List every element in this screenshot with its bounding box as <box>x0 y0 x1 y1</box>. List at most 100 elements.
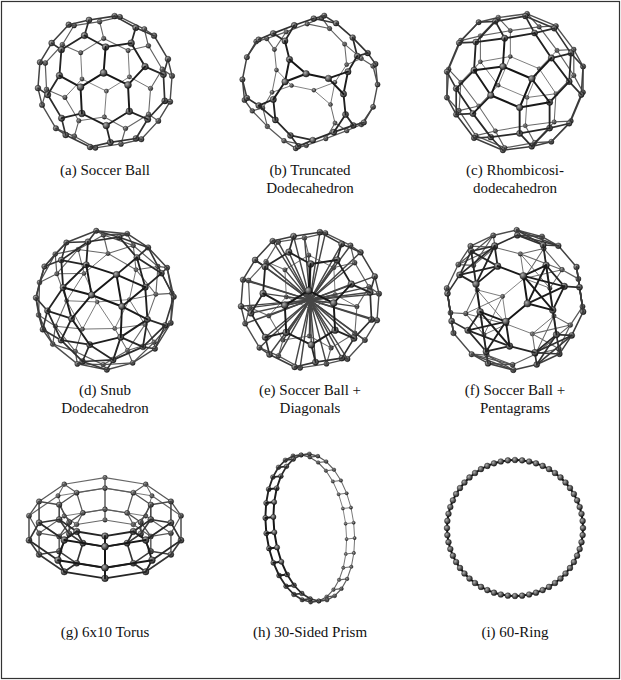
graph-vertex <box>546 584 552 590</box>
graph-edge <box>460 251 472 275</box>
graph-vertex <box>524 300 531 307</box>
graph-edge <box>484 296 503 334</box>
graph-edge <box>38 62 40 88</box>
graph-vertex <box>540 587 546 593</box>
graph-vertex <box>113 271 120 278</box>
graph-edge <box>316 358 342 362</box>
graph-vertex <box>282 79 289 86</box>
graph-edge <box>292 86 314 91</box>
graph-edge <box>476 38 505 42</box>
prism-graph <box>263 452 357 604</box>
graph-edge <box>38 533 39 554</box>
graph-vertex <box>533 460 539 466</box>
graph-edge <box>510 57 539 69</box>
graph-edge <box>345 539 347 554</box>
graph-vertex <box>271 514 276 519</box>
caption-box: (g) 6x10 Torus <box>10 623 200 641</box>
graph-edge <box>58 488 105 496</box>
graph-edge <box>116 275 121 307</box>
graph-edge <box>61 260 63 287</box>
graph-edge <box>353 523 355 538</box>
graph-edge <box>146 555 171 572</box>
graph-vertex <box>462 480 468 486</box>
graph-edge <box>488 363 513 370</box>
graph-edge <box>39 523 64 540</box>
graph-vertex <box>519 458 525 464</box>
graph-edge <box>562 270 578 279</box>
graph-vertex <box>467 576 473 582</box>
graph-edge <box>128 85 129 111</box>
soccer-ball-pentagrams-graph <box>444 227 586 373</box>
graph-edge <box>63 265 86 288</box>
graph-edge <box>337 260 351 284</box>
graph-edge <box>491 67 503 96</box>
graph-vertex <box>579 511 585 517</box>
graph-edge <box>72 295 92 319</box>
graph-edge <box>119 237 137 257</box>
graph-edge <box>61 35 84 49</box>
graph-edge <box>373 85 377 107</box>
torus-graph <box>26 475 184 581</box>
graph-edge <box>495 235 518 246</box>
graph-edge <box>344 72 348 94</box>
graph-edge <box>314 19 336 24</box>
graph-vertex <box>579 539 585 545</box>
graph-edge <box>105 560 152 568</box>
graph-edge <box>471 235 494 246</box>
graph-vertex <box>349 506 352 509</box>
graph-edge <box>503 38 505 66</box>
graph-vertex <box>500 63 507 70</box>
graph-edge <box>377 294 379 321</box>
graph-edge <box>48 95 62 118</box>
graph-edge <box>104 73 128 85</box>
graph-edge <box>551 58 569 82</box>
graph-edge <box>90 345 114 360</box>
graph-vertex <box>445 518 451 524</box>
graph-edge <box>64 540 105 547</box>
graph-edge <box>479 85 499 106</box>
graph-edge <box>479 106 496 131</box>
graph-edge <box>572 312 584 336</box>
graph-edge <box>62 26 74 45</box>
graph-edge <box>81 87 82 113</box>
graph-vertex <box>552 580 558 586</box>
graph-edge <box>105 509 146 516</box>
graph-vertex <box>353 536 356 539</box>
graph-edge <box>77 488 105 493</box>
graph-vertex <box>352 521 355 524</box>
graph-vertex <box>516 104 523 111</box>
graph-edge <box>55 254 57 274</box>
graph-vertex <box>488 92 495 99</box>
graph-edge <box>314 82 335 90</box>
graph-vertex <box>574 497 580 503</box>
graph-edge <box>86 265 91 295</box>
graph-edge <box>90 337 121 345</box>
graph-edge <box>506 304 528 322</box>
graph-edge <box>513 365 536 370</box>
graph-edge <box>446 72 447 98</box>
graph-vertex <box>574 553 580 559</box>
graph-edge <box>556 26 574 50</box>
caption-box: (a) Soccer Ball <box>40 161 170 179</box>
caption-box: (c) Rhombicosi- dodecahedron <box>450 161 580 197</box>
graph-edge <box>473 95 491 113</box>
graph-edge <box>146 484 171 501</box>
graph-edge <box>577 267 584 312</box>
graph-edge <box>96 231 119 237</box>
graph-vertex <box>102 565 108 571</box>
graph-edge <box>480 312 506 322</box>
graph-edge <box>92 275 117 295</box>
graph-edge <box>461 62 481 83</box>
graph-edge <box>581 66 583 94</box>
graph-edge <box>64 509 105 516</box>
graph-edge <box>36 266 45 297</box>
graph-edge <box>527 304 552 311</box>
graph-vertex <box>101 564 108 571</box>
graph-edge <box>351 553 354 567</box>
graph-vertex <box>125 81 132 88</box>
graph-vertex <box>577 546 583 552</box>
graph-vertex <box>484 587 490 593</box>
truncated-dodecahedron-graph <box>240 13 380 151</box>
graph-edge <box>104 47 106 73</box>
graph-vertex <box>445 532 451 538</box>
